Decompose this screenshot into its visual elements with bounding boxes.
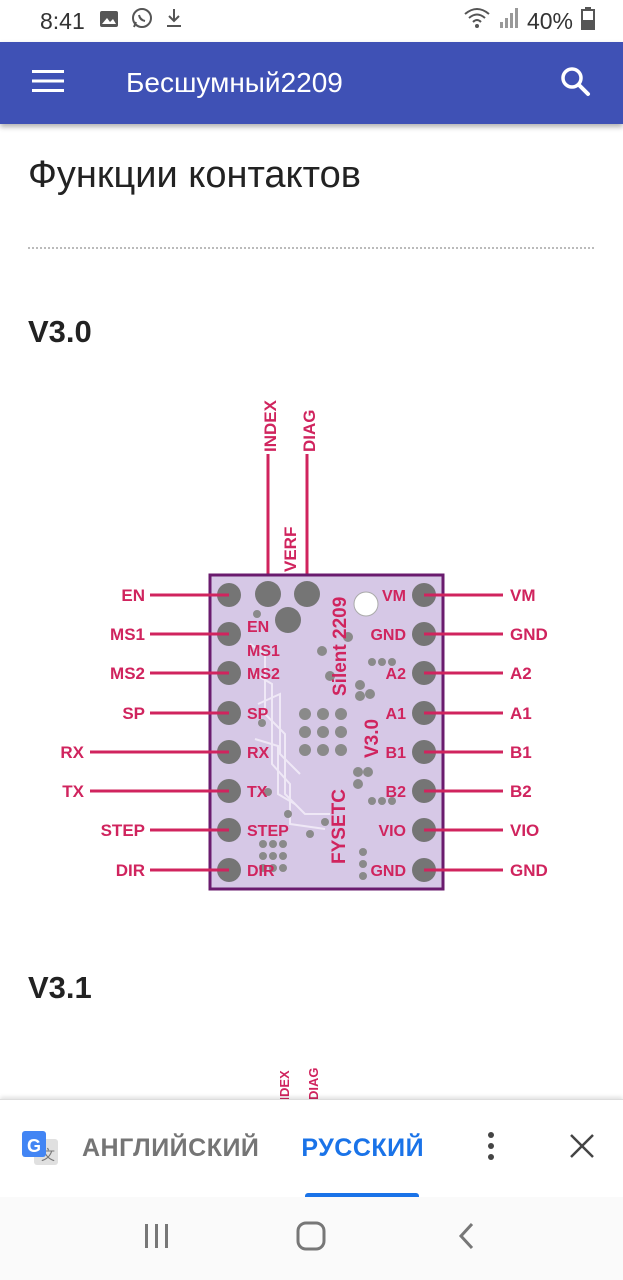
recents-button[interactable] — [127, 1209, 187, 1269]
search-icon — [559, 65, 591, 102]
target-language-tab[interactable]: РУССКИЙ — [301, 1100, 424, 1198]
mount-hole — [353, 591, 379, 617]
section-heading-v31: V3.1 — [28, 970, 92, 1005]
page-content: Функции контактов V3.0 INDEX DIAG VERF — [0, 124, 623, 1099]
board-label-a2: A2 — [386, 666, 407, 683]
pin-label-diag: DIAG — [300, 410, 319, 453]
google-translate-icon[interactable]: 文 G — [0, 1100, 80, 1198]
section-heading-v30: V3.0 — [28, 314, 92, 349]
battery-text: 40% — [526, 7, 573, 34]
back-icon — [456, 1221, 476, 1256]
pin-label-b1: B1 — [510, 743, 532, 762]
pin-label-index: INDEX — [261, 399, 280, 452]
board-label-rx: RX — [247, 745, 270, 762]
back-button[interactable] — [436, 1209, 496, 1269]
v31-pin-label-index: INDEX — [277, 1070, 292, 1099]
pin-label-gnd: GND — [510, 625, 548, 644]
page-heading: Функции контактов — [28, 154, 361, 196]
pin-label-vm: VM — [510, 586, 536, 605]
board-label-ms2: MS2 — [247, 666, 280, 683]
v31-pin-label-diag: DIAG — [306, 1068, 321, 1100]
left-pin-lines — [90, 593, 229, 872]
battery-icon — [581, 6, 595, 36]
pinout-diagram-v30: INDEX DIAG VERF — [60, 399, 548, 891]
pin-label-b2: B2 — [510, 782, 532, 801]
app-title: Бесшумный2209 — [126, 67, 343, 98]
menu-button[interactable] — [0, 42, 96, 124]
board-version: V3.0 — [362, 719, 383, 758]
pinout-diagram-v31: INDEX DIAG — [277, 1068, 321, 1100]
pin-label-ms2: MS2 — [110, 664, 145, 683]
pin-label-sp: SP — [122, 704, 145, 723]
pin-label-dir: DIR — [116, 861, 145, 880]
pin-label-a2: A2 — [510, 664, 532, 683]
board-label-gnd-2: GND — [370, 863, 406, 880]
more-vert-icon — [487, 1131, 495, 1166]
board-label-tx: TX — [247, 784, 268, 801]
home-button[interactable] — [281, 1209, 341, 1269]
pin-label-a1: A1 — [510, 704, 532, 723]
board-label-sp: SP — [247, 706, 269, 723]
more-options-button[interactable] — [476, 1119, 506, 1179]
download-icon — [165, 7, 183, 35]
signal-icon — [499, 7, 519, 35]
board-brand: FYSETC — [329, 789, 350, 864]
right-pin-lines — [424, 593, 503, 872]
menu-icon — [32, 69, 64, 98]
translate-bar: 文 G АНГЛИЙСКИЙ РУССКИЙ — [0, 1099, 623, 1198]
board-label-ms1: MS1 — [247, 643, 280, 660]
wifi-icon — [463, 7, 491, 35]
target-language-label: РУССКИЙ — [301, 1134, 425, 1162]
whatsapp-icon — [131, 7, 153, 35]
pin-label-tx: TX — [62, 782, 84, 801]
source-language-tab[interactable]: АНГЛИЙСКИЙ — [82, 1134, 260, 1162]
svg-text:G: G — [27, 1136, 41, 1156]
board-name: Silent 2209 — [330, 597, 351, 696]
pin-label-ms1: MS1 — [110, 625, 145, 644]
board-label-dir: DIR — [247, 863, 275, 880]
board-label-step: STEP — [247, 823, 289, 840]
board-vias — [253, 610, 396, 880]
close-translate-button[interactable] — [562, 1119, 602, 1179]
pin-label-vio: VIO — [510, 821, 539, 840]
active-tab-indicator — [305, 1192, 420, 1198]
app-bar: Бесшумный2209 — [0, 42, 623, 124]
board-label-b2: B2 — [386, 784, 407, 801]
board-label-vm: VM — [382, 588, 406, 605]
top-pads — [255, 581, 320, 633]
pin-label-en: EN — [121, 586, 145, 605]
board-label-vio: VIO — [378, 823, 406, 840]
pin-label-step: STEP — [101, 821, 145, 840]
board-label-b1: B1 — [386, 745, 407, 762]
home-icon — [296, 1221, 326, 1256]
image-icon — [99, 8, 119, 35]
pin-label-rx: RX — [60, 743, 84, 762]
board-label-gnd: GND — [370, 627, 406, 644]
system-nav-bar — [0, 1197, 623, 1280]
status-time: 8:41 — [40, 7, 85, 34]
search-button[interactable] — [527, 42, 623, 124]
left-pads — [217, 583, 241, 882]
recents-icon — [143, 1223, 171, 1254]
pin-label-gnd-2: GND — [510, 861, 548, 880]
close-icon — [569, 1133, 595, 1164]
board-traces — [249, 643, 330, 830]
divider — [28, 247, 594, 249]
status-bar: 8:41 40% — [0, 0, 623, 42]
pin-label-verf: VERF — [281, 527, 300, 572]
board-label-a1: A1 — [386, 706, 407, 723]
board-label-en: EN — [247, 619, 269, 636]
